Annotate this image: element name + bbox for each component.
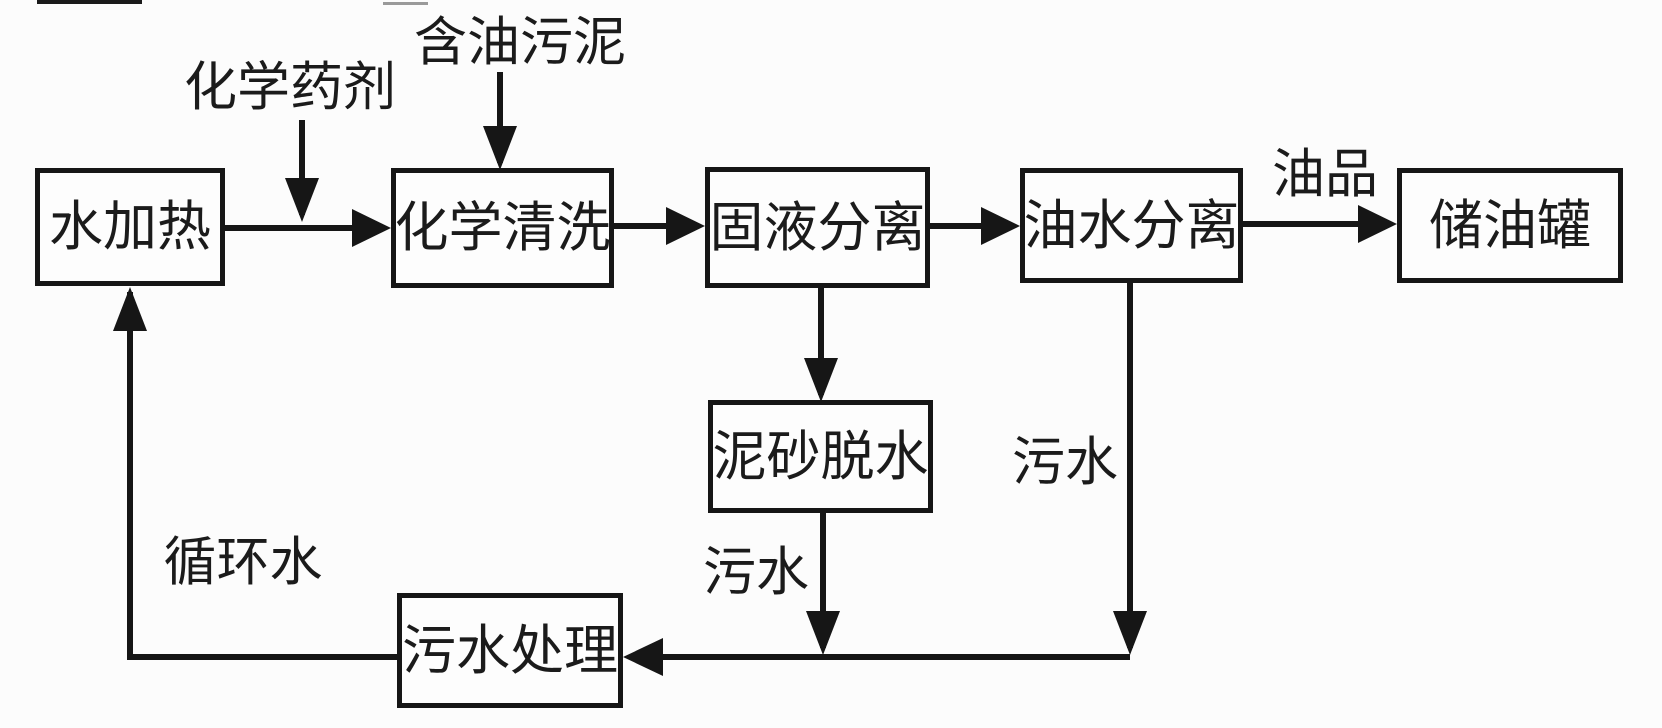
node-wastewater-treatment: 污水处理 (397, 593, 623, 708)
node-oil-water-separation-label: 油水分离 (1023, 195, 1240, 256)
node-chemical-cleaning-label: 化学清洗 (394, 198, 611, 258)
label-oil-product: 油品 (1272, 146, 1378, 204)
crop-artifact-left (37, 0, 142, 4)
node-solid-liquid-separation: 固液分离 (705, 167, 930, 288)
arrowhead-oily-sludge (483, 126, 517, 170)
arrowhead-oilwater-to-collector (1113, 611, 1147, 655)
arrowhead-oilwater-to-tank (1358, 205, 1397, 243)
arrowhead-solidliquid-to-sand (804, 358, 838, 402)
node-chemical-cleaning: 化学清洗 (391, 168, 614, 288)
label-wastewater-from-oil-water: 污水 (1012, 434, 1118, 492)
node-water-heating: 水加热 (35, 168, 225, 286)
recycle-line (127, 292, 397, 660)
node-oil-storage-tank: 储油罐 (1397, 168, 1623, 283)
arrowhead-solidliquid-to-oilwater (981, 207, 1020, 245)
node-water-heating-label: 水加热 (49, 197, 211, 257)
label-chemical-agent: 化学药剂 (184, 59, 396, 117)
arrowhead-recycle-to-waterheating (113, 287, 147, 331)
arrowhead-collector-to-treatment (623, 638, 663, 676)
arrowhead-waterheating-to-cleaning (352, 209, 391, 247)
arrowhead-cleaning-to-solidliquid (666, 207, 705, 245)
label-circulating-water: 循环水 (163, 534, 323, 592)
arrowhead-chemical-agent (285, 178, 319, 222)
crop-artifact-right (383, 2, 428, 5)
node-oil-water-separation: 油水分离 (1020, 168, 1243, 283)
node-oil-storage-tank-label: 储油罐 (1429, 195, 1591, 256)
label-oily-sludge: 含油污泥 (414, 14, 626, 72)
node-wastewater-treatment-label: 污水处理 (402, 620, 618, 681)
label-wastewater-from-sand: 污水 (703, 544, 809, 602)
node-sand-dewatering-label: 泥砂脱水 (712, 426, 929, 487)
node-solid-liquid-separation-label: 固液分离 (709, 197, 926, 258)
node-sand-dewatering: 泥砂脱水 (708, 400, 933, 513)
arrowhead-sand-to-collector (806, 611, 840, 655)
